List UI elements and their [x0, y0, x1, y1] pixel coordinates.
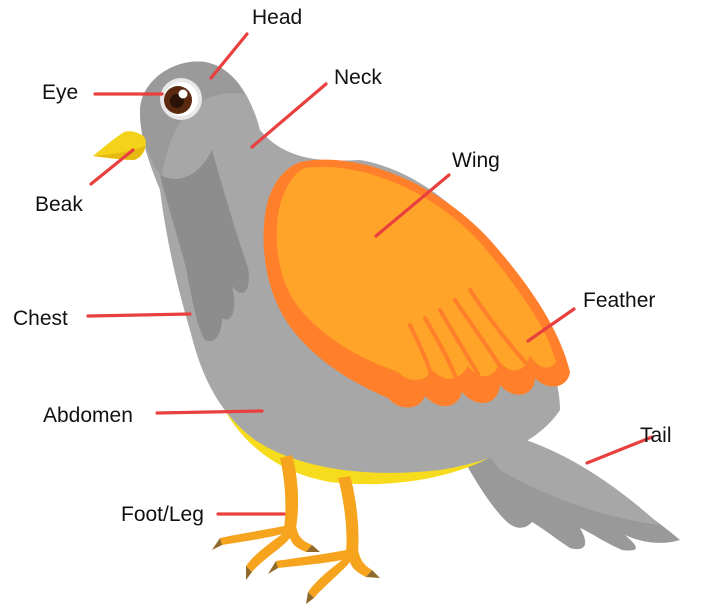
leg-right	[338, 476, 359, 552]
label-neck: Neck	[334, 66, 382, 89]
eye-highlight	[179, 90, 188, 99]
label-eye: Eye	[42, 81, 78, 104]
head-pointer	[211, 34, 247, 78]
label-abdomen: Abdomen	[43, 404, 133, 427]
chest-pointer	[88, 314, 190, 316]
label-feather: Feather	[583, 289, 655, 312]
label-tail: Tail	[640, 424, 672, 447]
label-foot-leg: Foot/Leg	[121, 503, 204, 526]
foot-right	[276, 550, 372, 598]
label-beak: Beak	[35, 193, 83, 216]
legs	[220, 455, 372, 598]
claw	[212, 538, 222, 550]
neck-pointer	[252, 84, 326, 147]
eye	[160, 78, 202, 120]
label-head: Head	[252, 6, 302, 29]
label-chest: Chest	[13, 307, 68, 330]
abdomen-pointer	[157, 411, 262, 413]
label-wing: Wing	[452, 149, 500, 172]
claw	[268, 561, 278, 574]
